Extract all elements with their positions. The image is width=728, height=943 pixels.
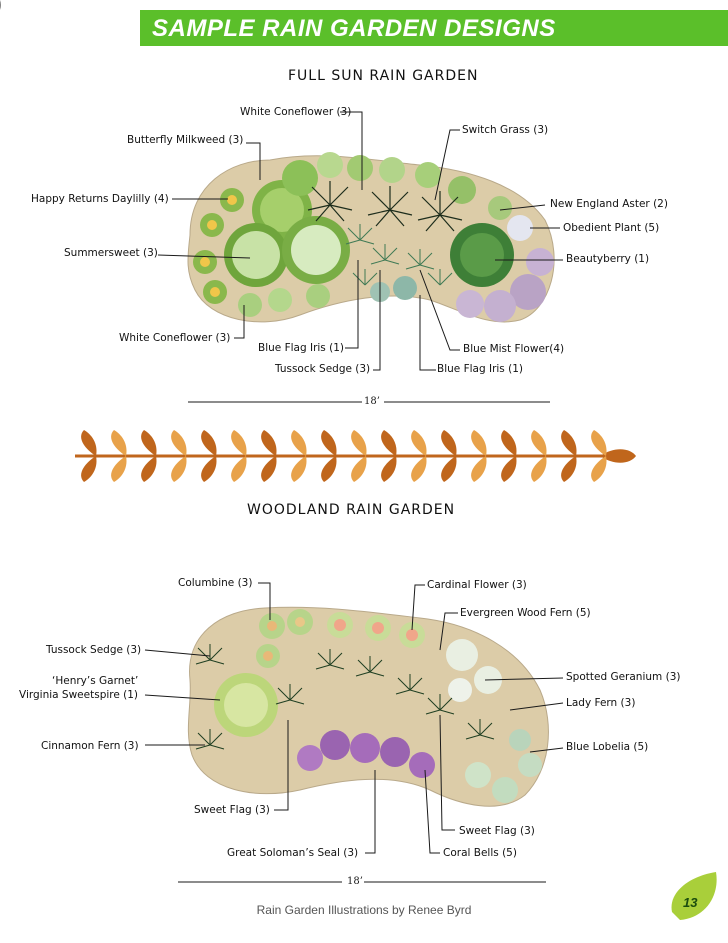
full-sun-title: FULL SUN RAIN GARDEN [288,68,479,84]
page-leaf-icon [671,872,717,920]
woodland-garden-illustration [187,606,549,807]
label-sweet-flag-left: Sweet Flag (3) [194,804,270,816]
label-tussock-sedge-sun: Tussock Sedge (3) [275,363,371,375]
label-butterfly-milkweed: Butterfly Milkweed (3) [127,134,244,146]
woodland-scale: 18’ [347,876,363,887]
label-tussock-sedge-wood: Tussock Sedge (3) [46,644,142,656]
label-blue-mist-flower: Blue Mist Flower(4) [463,343,565,355]
illustration-credit: Rain Garden Illustrations by Renee Byrd [256,903,472,917]
label-virginia-sweetspire: Virginia Sweetspire (1) [19,689,139,701]
label-blue-flag-iris-left: Blue Flag Iris (1) [258,342,344,354]
label-lady-fern: Lady Fern (3) [566,697,636,709]
label-white-coneflower-bottom: White Coneflower (3) [119,332,231,344]
woodland-title: WOODLAND RAIN GARDEN [247,502,456,518]
full-sun-garden-illustration [187,152,555,323]
label-henrys-garnet: ‘Henry’s Garnet’ [52,675,139,687]
full-sun-scale: 18’ [364,396,380,407]
label-blue-flag-iris-right: Blue Flag Iris (1) [437,363,523,375]
label-switch-grass: Switch Grass (3) [462,124,549,136]
label-evergreen-wood-fern: Evergreen Wood Fern (5) [460,607,591,619]
label-coral-bells: Coral Bells (5) [443,847,517,859]
label-sweet-flag-right: Sweet Flag (3) [459,825,535,837]
label-cardinal-flower: Cardinal Flower (3) [427,579,527,591]
label-spotted-geranium: Spotted Geranium (3) [566,671,681,683]
page-number: 13 [683,895,698,910]
label-obedient-plant: Obedient Plant (5) [563,222,660,234]
label-cinnamon-fern: Cinnamon Fern (3) [41,740,139,752]
full-sun-leader-lines [157,111,563,403]
label-summersweet: Summersweet (3) [64,247,158,259]
label-beautyberry: Beautyberry (1) [566,253,650,265]
label-new-england-aster: New England Aster (2) [550,198,668,210]
label-happy-returns: Happy Returns Daylilly (4) [31,193,169,205]
leaf-divider [0,0,636,463]
label-columbine: Columbine (3) [178,577,253,589]
woodland-leader-lines [144,582,564,883]
label-solomans-seal: Great Soloman’s Seal (3) [227,847,359,859]
header-banner: SAMPLE RAIN GARDEN DESIGNS [140,10,728,46]
label-white-coneflower-top: White Coneflower (3) [240,106,352,118]
label-blue-lobelia: Blue Lobelia (5) [566,741,649,753]
page-title: SAMPLE RAIN GARDEN DESIGNS [152,15,556,42]
